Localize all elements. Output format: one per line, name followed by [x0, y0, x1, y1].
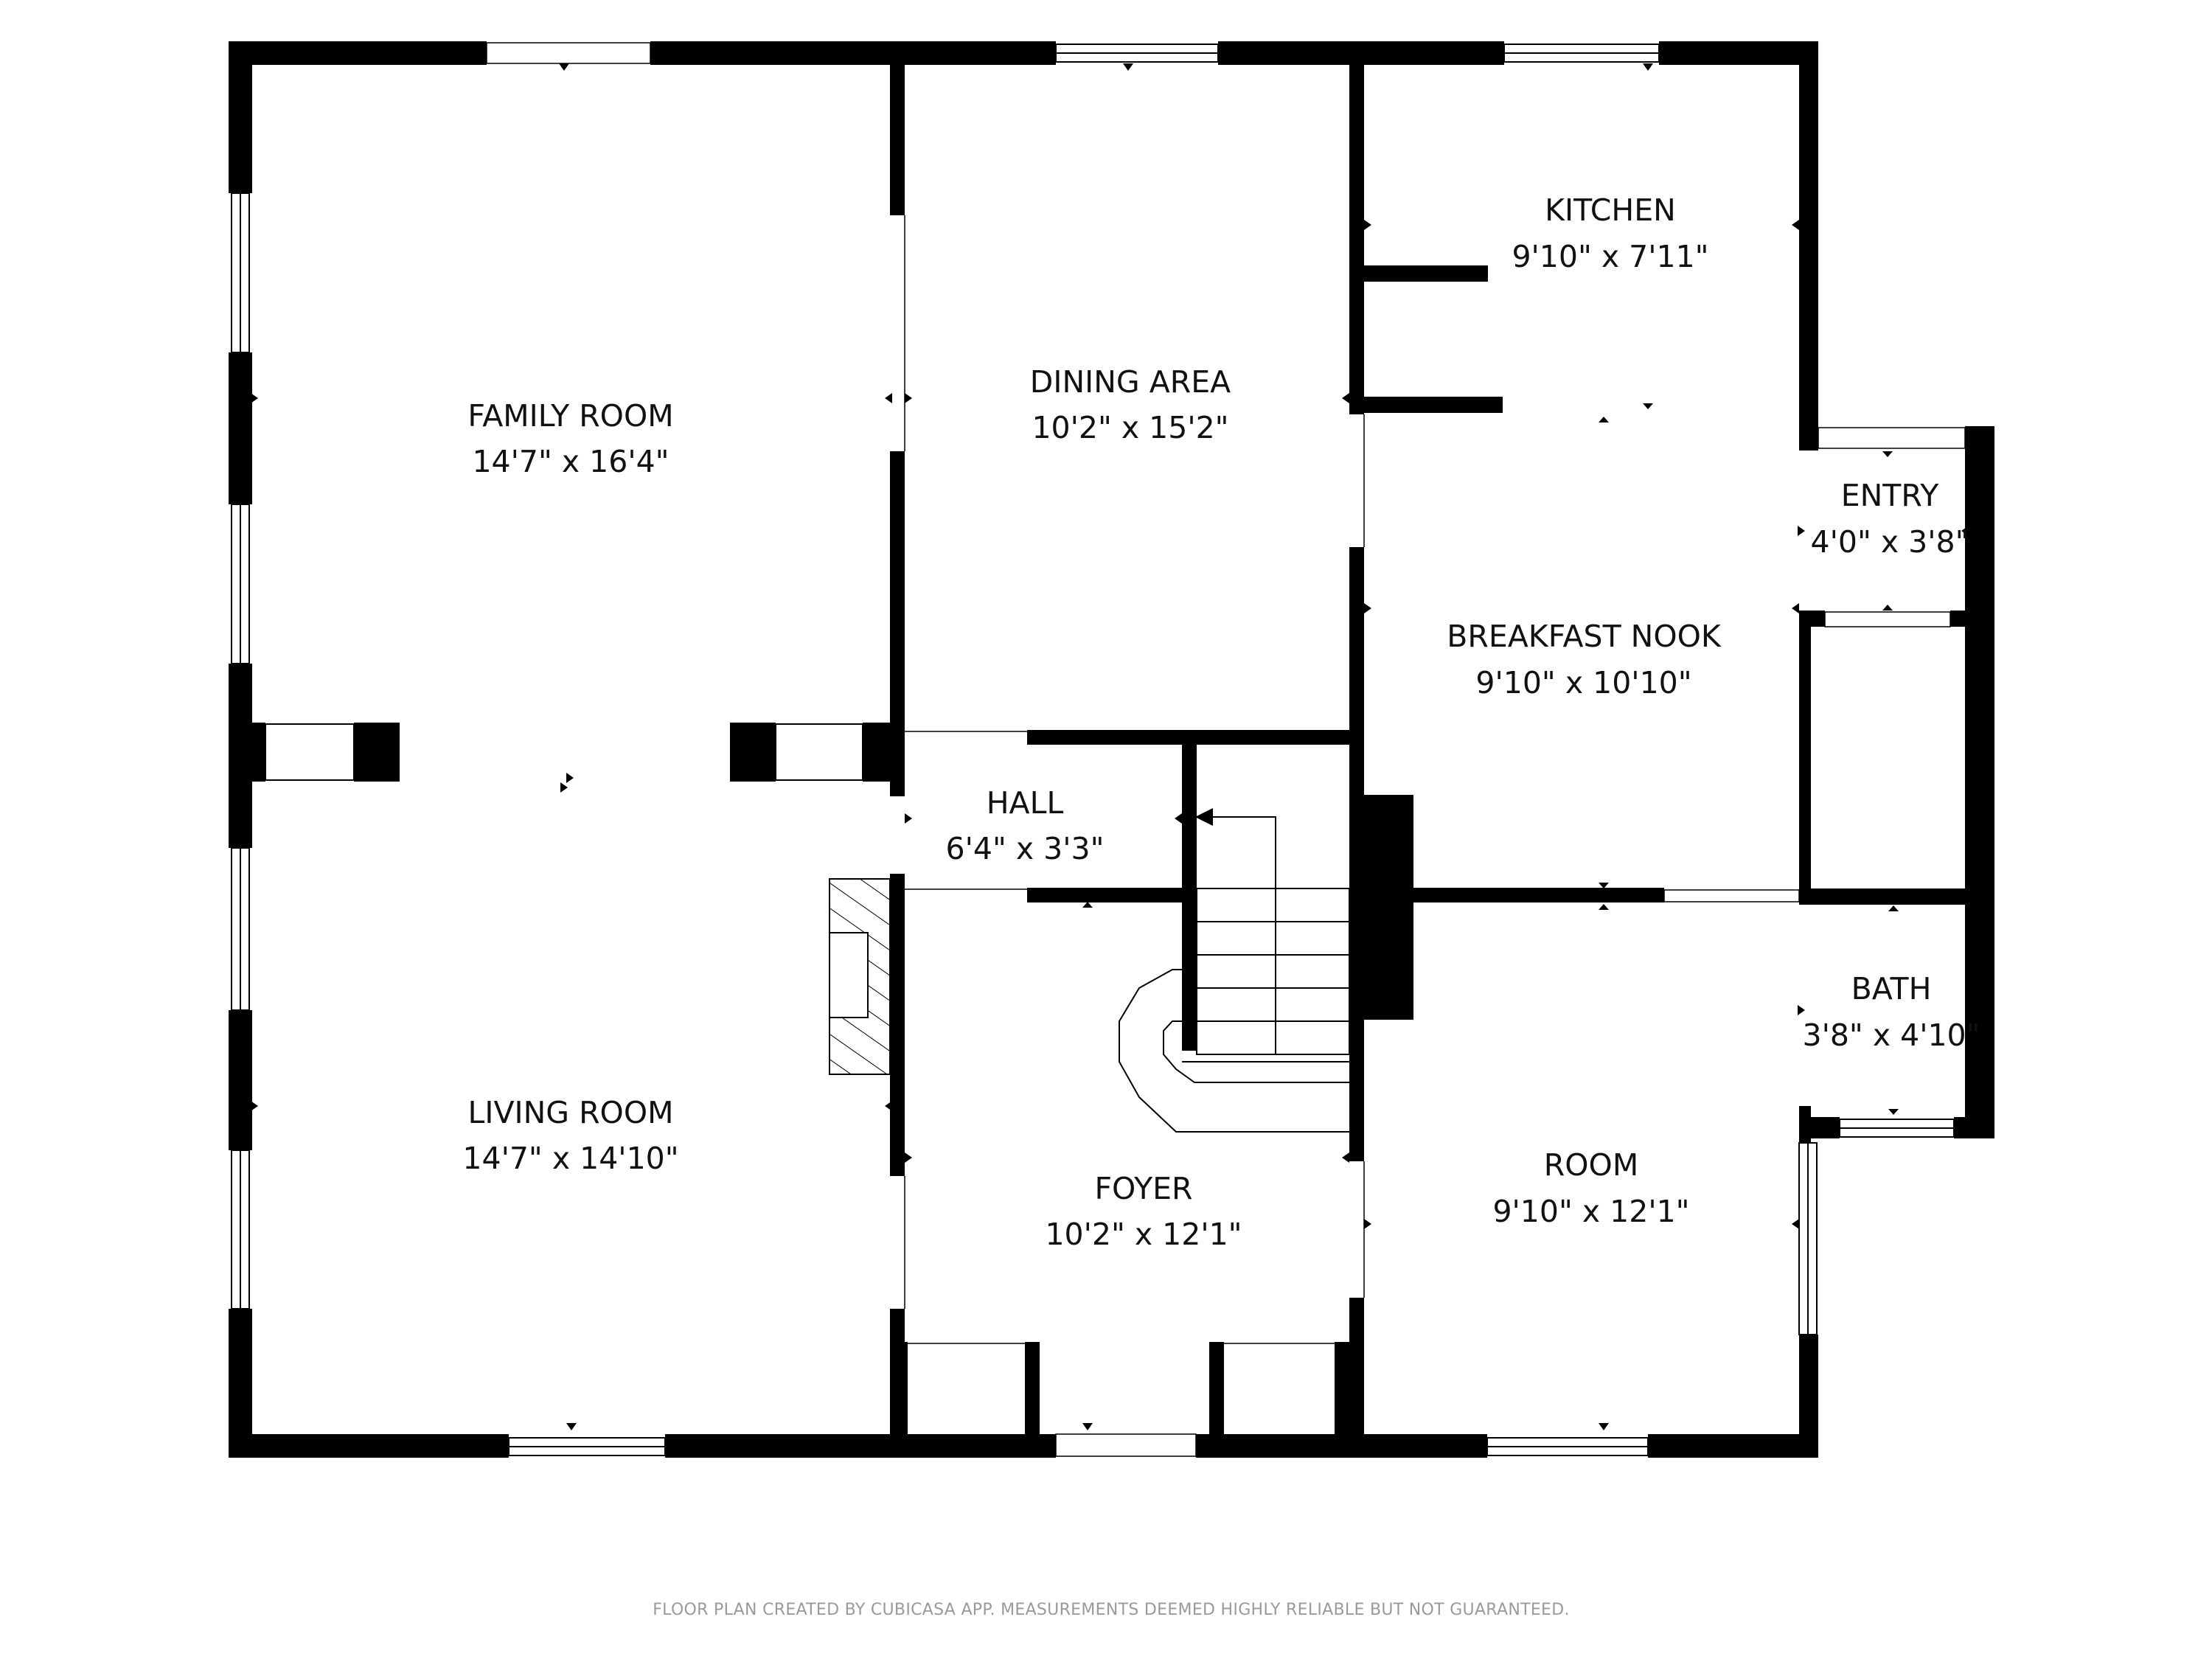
- room-name: FOYER: [1094, 1171, 1192, 1206]
- room-label-bath: BATH 3'8" x 4'10": [1802, 971, 1980, 1053]
- room-name: ROOM: [1544, 1147, 1638, 1183]
- room-name: KITCHEN: [1545, 192, 1676, 228]
- room-dimensions: 10'2" x 15'2": [1032, 410, 1228, 445]
- room-label-room: ROOM 9'10" x 12'1": [1492, 1147, 1689, 1229]
- room-name: BATH: [1851, 971, 1932, 1006]
- room-label-living-room: LIVING ROOM 14'7" x 14'10": [462, 1095, 678, 1176]
- room-name: HALL: [987, 785, 1064, 821]
- room-name: ENTRY: [1841, 478, 1939, 513]
- room-dimensions: 9'10" x 12'1": [1492, 1194, 1689, 1229]
- room-name: LIVING ROOM: [468, 1095, 674, 1130]
- room-dimensions: 10'2" x 12'1": [1045, 1217, 1242, 1252]
- measurement-ticks: [251, 63, 1972, 1430]
- footer-disclaimer: FLOOR PLAN CREATED BY CUBICASA APP. MEAS…: [653, 1601, 1570, 1619]
- room-dimensions: 9'10" x 10'10": [1475, 665, 1691, 700]
- fireplace: [829, 878, 891, 1075]
- openings: [486, 42, 1966, 1457]
- staircase: [1119, 808, 1350, 1133]
- windows: [231, 44, 1955, 1456]
- room-label-hall: HALL 6'4" x 3'3": [946, 785, 1105, 866]
- room-name: DINING AREA: [1030, 364, 1231, 400]
- room-label-breakfast-nook: BREAKFAST NOOK 9'10" x 10'10": [1447, 619, 1722, 700]
- room-name: BREAKFAST NOOK: [1447, 619, 1722, 654]
- room-label-kitchen: KITCHEN 9'10" x 7'11": [1512, 192, 1708, 274]
- walls: [229, 41, 1994, 1458]
- room-dimensions: 6'4" x 3'3": [946, 831, 1105, 866]
- room-label-family-room: FAMILY ROOM 14'7" x 16'4": [467, 398, 673, 479]
- room-dimensions: 3'8" x 4'10": [1802, 1018, 1980, 1053]
- room-dimensions: 14'7" x 14'10": [462, 1141, 678, 1176]
- room-name: FAMILY ROOM: [467, 398, 673, 434]
- room-label-dining-area: DINING AREA 10'2" x 15'2": [1030, 364, 1231, 445]
- room-label-foyer: FOYER 10'2" x 12'1": [1045, 1171, 1242, 1252]
- room-dimensions: 4'0" x 3'8": [1811, 524, 1969, 560]
- room-dimensions: 9'10" x 7'11": [1512, 239, 1708, 274]
- room-dimensions: 14'7" x 16'4": [472, 444, 669, 479]
- room-label-entry: ENTRY 4'0" x 3'8": [1811, 478, 1969, 560]
